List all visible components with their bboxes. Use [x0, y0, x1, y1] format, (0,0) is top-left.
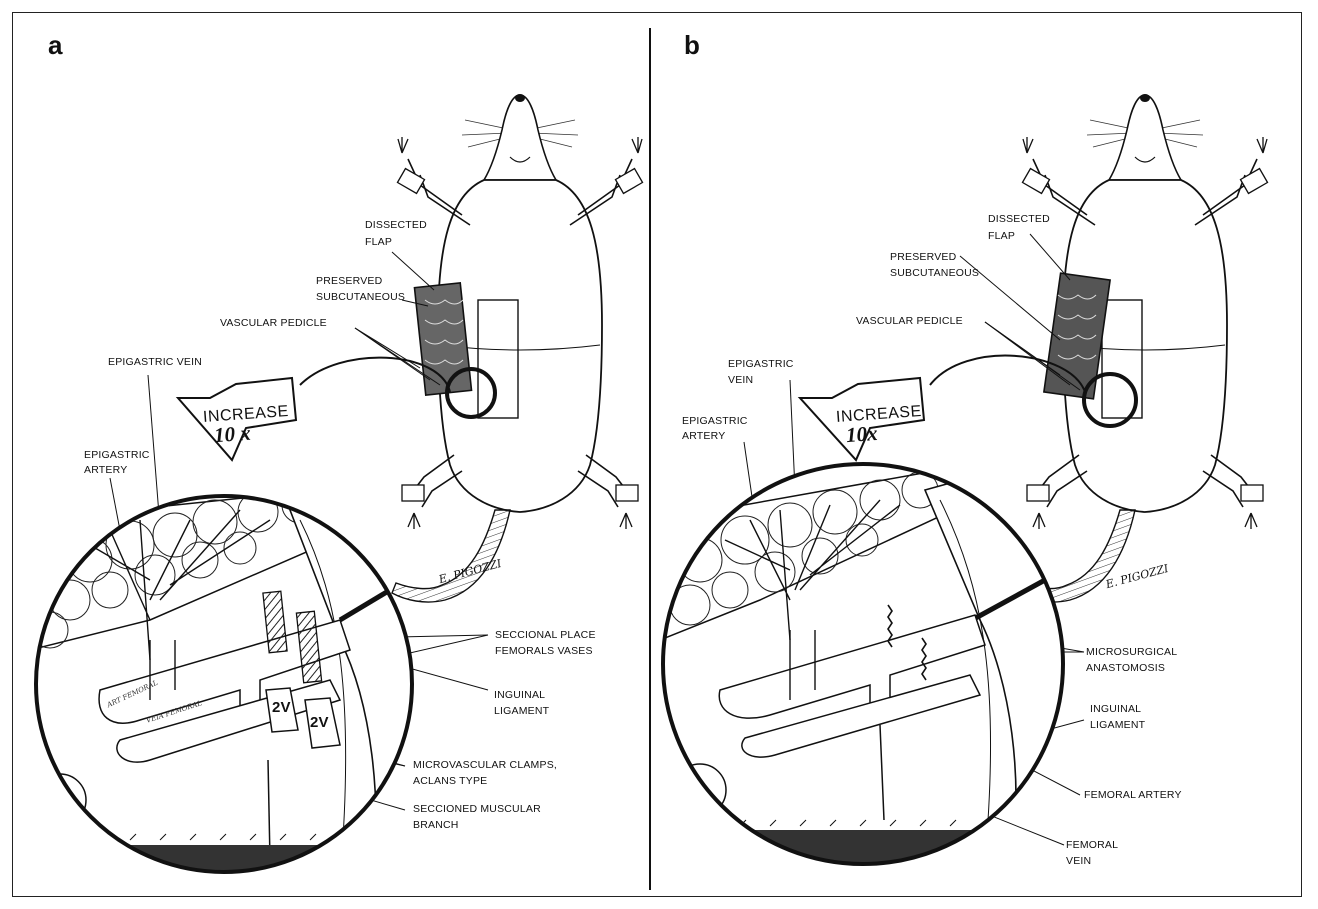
- dissected-flap-label-b-line1: DISSECTED: [988, 212, 1050, 226]
- increase-factor-label-b: 10x: [845, 421, 878, 448]
- epigastric-vein-label: EPIGASTRIC VEIN: [108, 355, 202, 369]
- clamp-mark-2: 2V: [310, 716, 329, 730]
- inguinal-ligament-label-line2: LIGAMENT: [494, 704, 549, 718]
- preserved-subcutaneous-label-b-line2: SUBCUTANEOUS: [890, 266, 979, 280]
- microvascular-clamps-label-line2: ACLANS TYPE: [413, 774, 487, 788]
- epigastric-artery-label-b-line2: ARTERY: [682, 429, 725, 443]
- epigastric-vein-label-b-line2: VEIN: [728, 373, 753, 387]
- femoral-vein-label-line1: FEMORAL: [1066, 838, 1118, 852]
- femoral-artery-label: FEMORAL ARTERY: [1084, 788, 1182, 802]
- preserved-subcutaneous-label-b-line1: PRESERVED: [890, 250, 956, 264]
- seccional-place-label-line2: FEMORALS VASES: [495, 644, 593, 658]
- preserved-subcutaneous-label-line2: SUBCUTANEOUS: [316, 290, 405, 304]
- panel-b-illustration: [660, 94, 1268, 870]
- inguinal-ligament-label-b-line2: LIGAMENT: [1090, 718, 1145, 732]
- microvascular-clamps-label-line1: MICROVASCULAR CLAMPS,: [413, 758, 557, 772]
- sectioned-muscular-branch-label-line2: BRANCH: [413, 818, 459, 832]
- panel-a-letter: a: [48, 30, 62, 61]
- microsurgical-anastomosis-label-line2: ANASTOMOSIS: [1086, 661, 1165, 675]
- epigastric-artery-label-line2: ARTERY: [84, 463, 127, 477]
- seccional-place-label-line1: SECCIONAL PLACE: [495, 628, 596, 642]
- inguinal-ligament-label-line1: INGUINAL: [494, 688, 545, 702]
- dissected-flap-label-line1: DISSECTED: [365, 218, 427, 232]
- vascular-pedicle-label: VASCULAR PEDICLE: [220, 316, 327, 330]
- epigastric-artery-label-b-line1: EPIGASTRIC: [682, 414, 748, 428]
- clamp-mark-1: 2V: [272, 701, 291, 715]
- inguinal-ligament-label-b-line1: INGUINAL: [1090, 702, 1141, 716]
- vascular-pedicle-label-b: VASCULAR PEDICLE: [856, 314, 963, 328]
- microsurgical-anastomosis-label-line1: MICROSURGICAL: [1086, 645, 1177, 659]
- dissected-flap-label-line2: FLAP: [365, 235, 392, 249]
- preserved-subcutaneous-label-line1: PRESERVED: [316, 274, 382, 288]
- increase-factor-label: 10 x: [213, 421, 251, 449]
- dissected-flap-label-b-line2: FLAP: [988, 229, 1015, 243]
- sectioned-muscular-branch-label-line1: SECCIONED MUSCULAR: [413, 802, 541, 816]
- epigastric-artery-label-line1: EPIGASTRIC: [84, 448, 150, 462]
- panel-b-letter: b: [684, 30, 700, 61]
- femoral-vein-label-line2: VEIN: [1066, 854, 1091, 868]
- panel-a-illustration: [30, 94, 643, 900]
- epigastric-vein-label-b-line1: EPIGASTRIC: [728, 357, 794, 371]
